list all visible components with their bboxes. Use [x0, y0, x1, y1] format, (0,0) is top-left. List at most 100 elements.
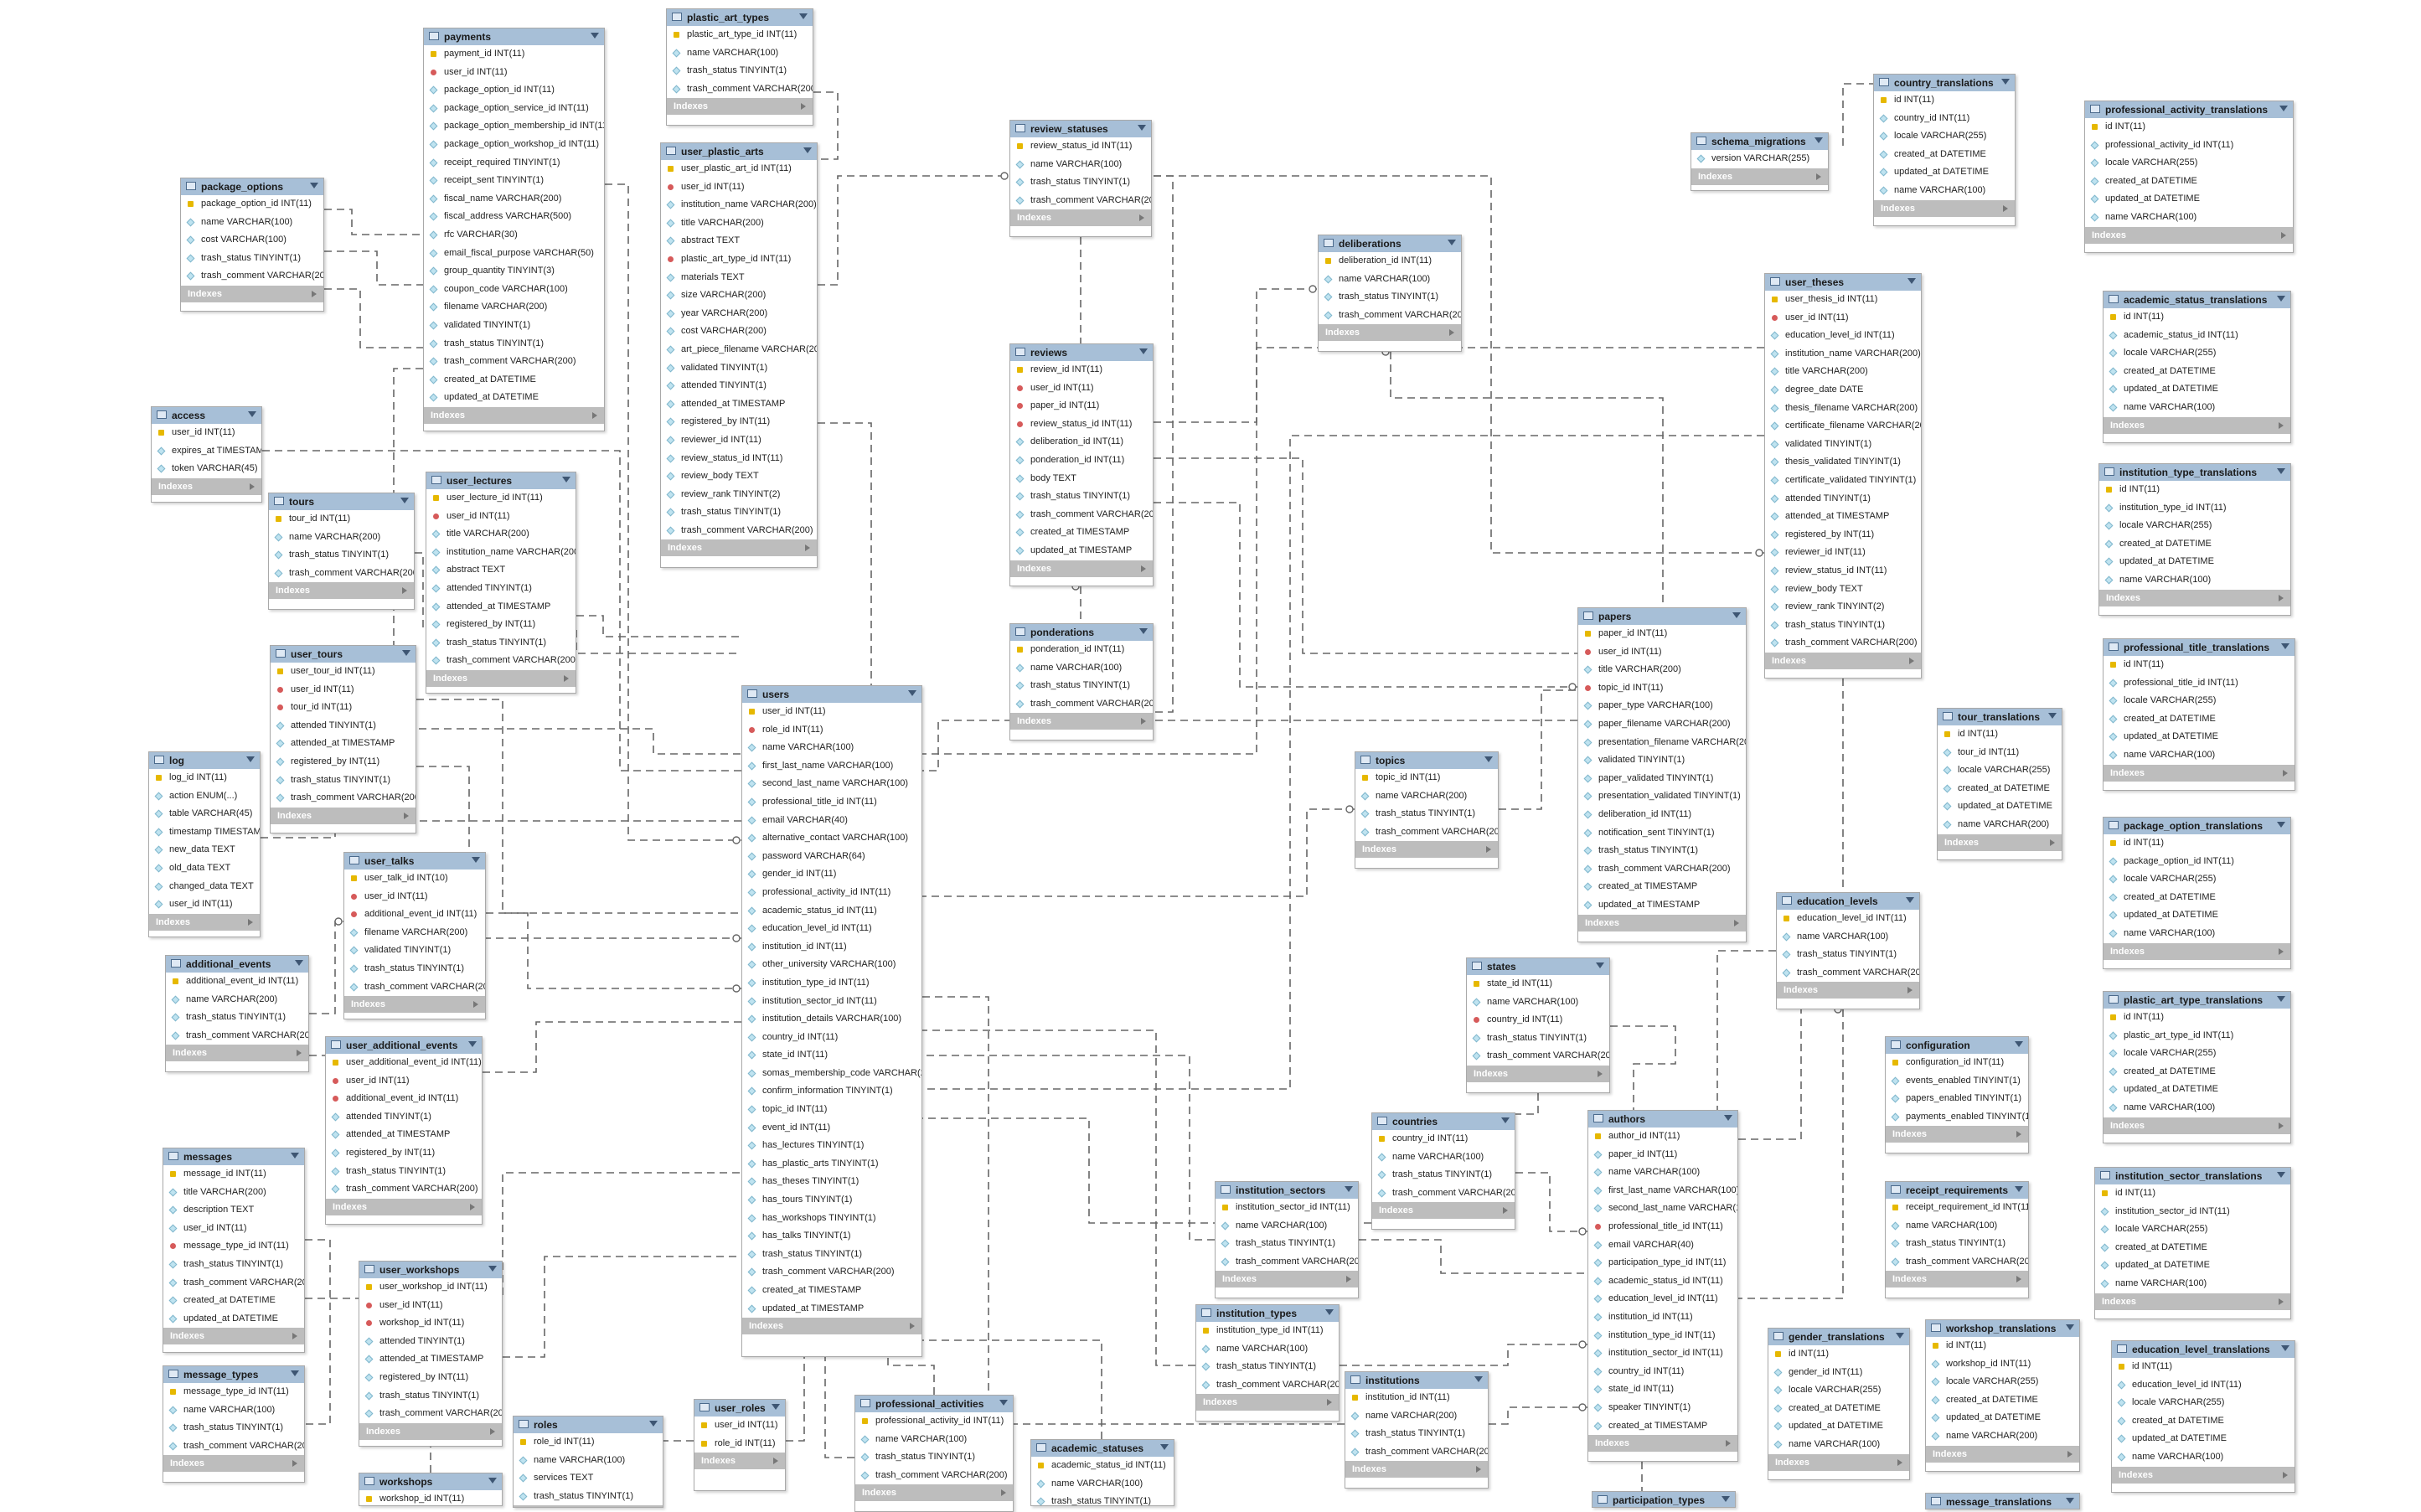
- expand-indexes-icon[interactable]: [1449, 329, 1454, 337]
- collapse-caret-icon[interactable]: [468, 1041, 477, 1047]
- expand-indexes-icon[interactable]: [805, 544, 810, 552]
- indexes-footer[interactable]: Indexes: [1010, 209, 1151, 227]
- collapse-caret-icon[interactable]: [402, 650, 410, 656]
- table-message-translations[interactable]: message_translations: [1925, 1493, 2080, 1509]
- expand-indexes-icon[interactable]: [2279, 1122, 2284, 1129]
- table-header[interactable]: institution_type_translations: [2099, 464, 2290, 481]
- indexes-footer[interactable]: Indexes: [271, 807, 416, 824]
- indexes-footer[interactable]: Indexes: [1926, 1445, 2079, 1463]
- table-header[interactable]: institutions: [1345, 1372, 1488, 1389]
- expand-indexes-icon[interactable]: [1001, 1489, 1006, 1497]
- collapse-caret-icon[interactable]: [562, 477, 570, 482]
- table-header[interactable]: message_types: [163, 1366, 304, 1383]
- indexes-footer[interactable]: Indexes: [359, 1422, 502, 1440]
- expand-indexes-icon[interactable]: [297, 1050, 302, 1057]
- collapse-caret-icon[interactable]: [310, 183, 318, 188]
- table-header[interactable]: user_additional_events: [326, 1037, 482, 1054]
- collapse-caret-icon[interactable]: [1906, 897, 1914, 903]
- indexes-footer[interactable]: Indexes: [1196, 1394, 1339, 1411]
- indexes-footer[interactable]: Indexes: [742, 1318, 921, 1335]
- indexes-footer[interactable]: Indexes: [2104, 764, 2295, 782]
- table-header[interactable]: country_translations: [1874, 75, 2015, 91]
- table-header[interactable]: reviews: [1010, 344, 1153, 361]
- indexes-footer[interactable]: Indexes: [149, 913, 260, 931]
- table-header[interactable]: user_roles: [694, 1400, 785, 1417]
- expand-indexes-icon[interactable]: [1897, 1458, 1902, 1466]
- indexes-footer[interactable]: Indexes: [694, 1453, 785, 1470]
- indexes-footer[interactable]: Indexes: [2085, 226, 2293, 244]
- table-participation-types[interactable]: participation_types: [1592, 1491, 1736, 1508]
- table-header[interactable]: configuration: [1886, 1037, 2028, 1054]
- indexes-footer[interactable]: Indexes: [166, 1045, 308, 1062]
- table-header[interactable]: schema_migrations: [1691, 133, 1828, 150]
- table-header[interactable]: institution_sector_translations: [2095, 1168, 2290, 1184]
- collapse-caret-icon[interactable]: [1474, 1376, 1483, 1382]
- indexes-footer[interactable]: Indexes: [855, 1484, 1013, 1502]
- indexes-footer[interactable]: Indexes: [1578, 914, 1746, 931]
- table-header[interactable]: institution_types: [1196, 1305, 1339, 1322]
- collapse-caret-icon[interactable]: [291, 1370, 299, 1376]
- expand-indexes-icon[interactable]: [910, 1323, 915, 1330]
- expand-indexes-icon[interactable]: [1734, 919, 1739, 926]
- collapse-caret-icon[interactable]: [1907, 278, 1916, 284]
- indexes-footer[interactable]: Indexes: [2104, 416, 2290, 434]
- table-header[interactable]: topics: [1355, 752, 1498, 769]
- expand-indexes-icon[interactable]: [2281, 231, 2286, 239]
- collapse-caret-icon[interactable]: [908, 690, 916, 696]
- expand-indexes-icon[interactable]: [490, 1427, 495, 1435]
- collapse-caret-icon[interactable]: [2281, 1345, 2289, 1351]
- indexes-footer[interactable]: Indexes: [1938, 833, 2062, 851]
- table-header[interactable]: additional_events: [166, 956, 308, 973]
- table-header[interactable]: education_levels: [1777, 893, 1919, 910]
- collapse-caret-icon[interactable]: [1448, 240, 1456, 245]
- table-header[interactable]: user_lectures: [426, 472, 576, 489]
- expand-indexes-icon[interactable]: [470, 1203, 475, 1210]
- expand-indexes-icon[interactable]: [1476, 1466, 1481, 1473]
- table-header[interactable]: receipt_requirements: [1886, 1182, 2028, 1199]
- indexes-footer[interactable]: Indexes: [514, 1505, 663, 1507]
- collapse-caret-icon[interactable]: [472, 857, 480, 863]
- expand-indexes-icon[interactable]: [2279, 947, 2284, 955]
- indexes-footer[interactable]: Indexes: [1319, 324, 1461, 342]
- collapse-caret-icon[interactable]: [295, 960, 303, 966]
- collapse-caret-icon[interactable]: [488, 1266, 497, 1272]
- collapse-caret-icon[interactable]: [772, 1404, 780, 1410]
- table-header[interactable]: user_workshops: [359, 1262, 502, 1278]
- table-header[interactable]: institution_sectors: [1216, 1182, 1358, 1199]
- indexes-footer[interactable]: Indexes: [1886, 1271, 2028, 1288]
- table-header[interactable]: states: [1467, 958, 1609, 975]
- indexes-footer[interactable]: Indexes: [1355, 841, 1498, 859]
- expand-indexes-icon[interactable]: [1141, 565, 1146, 572]
- indexes-footer[interactable]: Indexes: [2104, 942, 2290, 960]
- table-header[interactable]: message_translations: [1926, 1494, 2079, 1509]
- expand-indexes-icon[interactable]: [2067, 1450, 2073, 1458]
- collapse-caret-icon[interactable]: [400, 498, 409, 503]
- indexes-footer[interactable]: Indexes: [152, 477, 261, 495]
- indexes-footer[interactable]: Indexes: [1768, 1453, 1909, 1471]
- table-header[interactable]: log: [149, 752, 260, 769]
- table-header[interactable]: review_statuses: [1010, 121, 1151, 137]
- expand-indexes-icon[interactable]: [2283, 1471, 2288, 1478]
- expand-indexes-icon[interactable]: [773, 1458, 778, 1465]
- indexes-footer[interactable]: Indexes: [1874, 199, 2015, 217]
